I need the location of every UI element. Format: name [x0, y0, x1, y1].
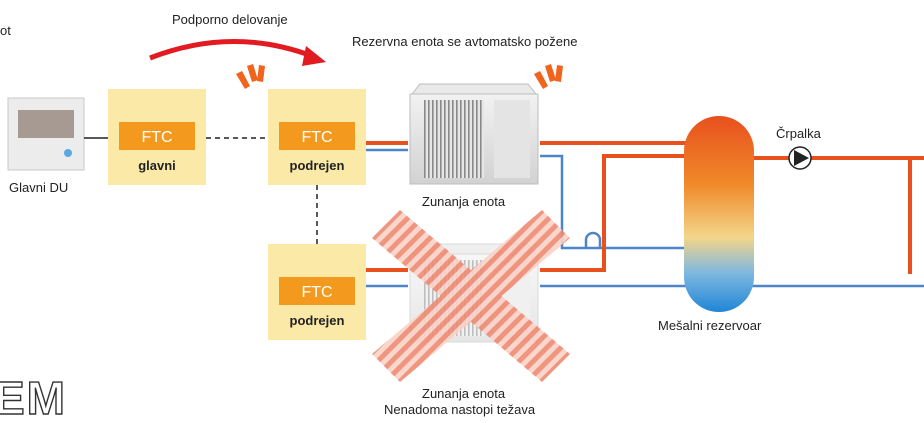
ftc-sub-panel-lower: FTC podrejen	[268, 244, 366, 340]
pipe-crossover	[584, 231, 602, 248]
ftc-badge-text: FTC	[301, 129, 332, 146]
unit-grille	[424, 100, 484, 178]
ftc-role-text: podrejen	[290, 313, 345, 328]
tank-body	[684, 116, 754, 312]
outdoor-unit-upper-label: Zunanja enota	[422, 194, 506, 209]
outdoor-unit-lower-label: Zunanja enota	[422, 386, 506, 401]
ftc-role-text: podrejen	[290, 158, 345, 173]
ftc-role-text: glavni	[138, 158, 176, 173]
ftc-sub-panel-upper: FTC podrejen	[268, 89, 366, 185]
arrow-head	[302, 46, 326, 66]
main-du-label: Glavni DU	[9, 180, 68, 195]
ftc-badge	[119, 122, 195, 150]
failure-note-label: Nenadoma nastopi težava	[384, 402, 536, 417]
pipe-network	[366, 141, 924, 288]
mixing-tank	[684, 116, 754, 312]
top-left-fragment-text: ot	[0, 23, 11, 38]
ftc-badge-text: FTC	[301, 284, 332, 301]
backup-action-arrow	[149, 39, 326, 66]
controller-button	[64, 149, 72, 157]
logo-fragment: EM	[0, 371, 67, 423]
ftc-badge	[279, 122, 355, 150]
logo-text: EM	[0, 372, 67, 418]
alert-burst-icon	[534, 64, 563, 89]
alert-burst-icon	[236, 64, 265, 89]
mixing-tank-label: Mešalni rezervoar	[658, 318, 762, 333]
backup-action-label: Podporno delovanje	[172, 12, 288, 27]
pump-label: Črpalka	[776, 126, 822, 141]
pump-icon	[788, 146, 812, 170]
failure-cross-icon	[372, 210, 570, 382]
outdoor-unit-upper	[409, 83, 539, 185]
controller-screen	[18, 110, 74, 138]
ftc-badge-text: FTC	[141, 129, 172, 146]
unit-side-panel	[494, 100, 530, 178]
ftc-badge	[279, 277, 355, 305]
unit-top-face	[410, 83, 538, 95]
ftc-main-panel: FTC glavni	[108, 89, 206, 185]
cold-pipe-upper-down	[540, 154, 690, 250]
auto-start-label: Rezervna enota se avtomatsko požene	[352, 34, 577, 49]
hot-pipe-lower-to-tank	[540, 154, 690, 272]
main-du-controller: Glavni DU	[7, 97, 85, 195]
